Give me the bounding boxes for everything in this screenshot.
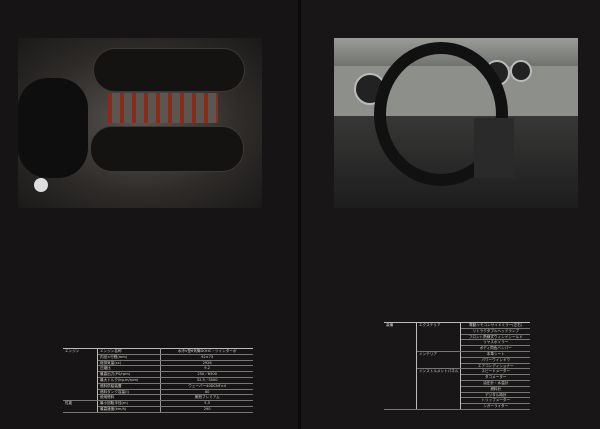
center-console [474, 118, 514, 178]
spec-value: 水冷V型6気筒DOHC・ツインターボ [160, 348, 253, 355]
intake-hose [18, 78, 88, 178]
spec-table: エンジン エンジン名称水冷V型6気筒DOHC・ツインターボ 内径×行程(mm)9… [63, 348, 253, 413]
spec-label: 最高出力(PS/rpm) [97, 371, 161, 378]
spec-value: 2926 [160, 360, 253, 367]
equipment-item: デジタル時計 [460, 392, 530, 399]
group-label: エクステリア [416, 322, 462, 352]
gauge [510, 60, 532, 82]
spec-label: 燃料供給装置 [97, 383, 161, 390]
spec-label: 使用燃料 [97, 394, 161, 402]
spec-label: 総排気量(cc) [97, 360, 161, 367]
spec-value: 無鉛プレミアム [160, 394, 253, 402]
equipment-item: タコメーター [460, 374, 530, 381]
page-gutter [298, 0, 302, 429]
equipment-item: パワーウインドウ [460, 357, 530, 364]
radiator-cap [34, 178, 48, 192]
spec-value: 80 [160, 389, 253, 396]
equipment-item: エアコンディショナー [460, 363, 530, 370]
equipment-item: リヤスポイラー [460, 339, 530, 347]
spec-value: 290 [160, 406, 253, 413]
equipment-item: ボディ同色バンパー [460, 345, 530, 352]
equipment-item: トリップメーター [460, 397, 530, 405]
spec-value: 250／6500 [160, 371, 253, 378]
equipment-item: リトラクタブルヘッドランプ [460, 328, 530, 335]
section-label: 性能 [63, 400, 98, 413]
equipment-item: 油圧計・水温計 [460, 380, 530, 387]
spec-label: 最高速度(km/h) [97, 406, 161, 413]
equipment-item: 本革シート [460, 351, 530, 358]
right-page: 装備 エクステリア 電動リモコンサイドミラー(左右) リトラクタブルヘッドランプ… [301, 0, 600, 429]
equipment-item: 燃料計 [460, 386, 530, 393]
spec-label: エンジン名称 [97, 348, 161, 355]
equipment-table: 装備 エクステリア 電動リモコンサイドミラー(左右) リトラクタブルヘッドランプ… [384, 322, 530, 410]
section-label: エンジン [63, 348, 98, 402]
spec-value: 92×73 [160, 354, 253, 361]
equipment-item: 電動リモコンサイドミラー(左右) [460, 322, 530, 329]
spec-value: 5.5 [160, 400, 253, 407]
spec-value: 32.5／3500 [160, 377, 253, 384]
spark-plug-wires [108, 93, 218, 123]
group-label: インストルメントパネル [416, 368, 462, 410]
category-label: 装備 [384, 322, 417, 410]
spec-label: 内径×行程(mm) [97, 354, 161, 361]
equipment-item: スピードメーター [460, 368, 530, 376]
spec-label: 最小回転半径(m) [97, 400, 161, 407]
dashboard-photo [334, 38, 578, 208]
equipment-item: フロント熱線式ウィンドシールド [460, 334, 530, 341]
group-label: インテリア [416, 351, 462, 370]
spec-label: 圧縮比 [97, 365, 161, 373]
spec-value: ウェーバー40DCNF×4 [160, 383, 253, 390]
left-page: エンジン エンジン名称水冷V型6気筒DOHC・ツインターボ 内径×行程(mm)9… [0, 0, 299, 429]
spec-label: 燃料タンク容量(l) [97, 389, 161, 396]
spec-label: 最大トルク(kg-m/rpm) [97, 377, 161, 384]
air-cleaner-cover-bottom [90, 126, 244, 172]
engine-photo [18, 38, 262, 208]
equipment-item: シガーライター [460, 403, 530, 410]
spec-value: 9.2 [160, 365, 253, 373]
air-cleaner-cover-top [93, 48, 245, 92]
